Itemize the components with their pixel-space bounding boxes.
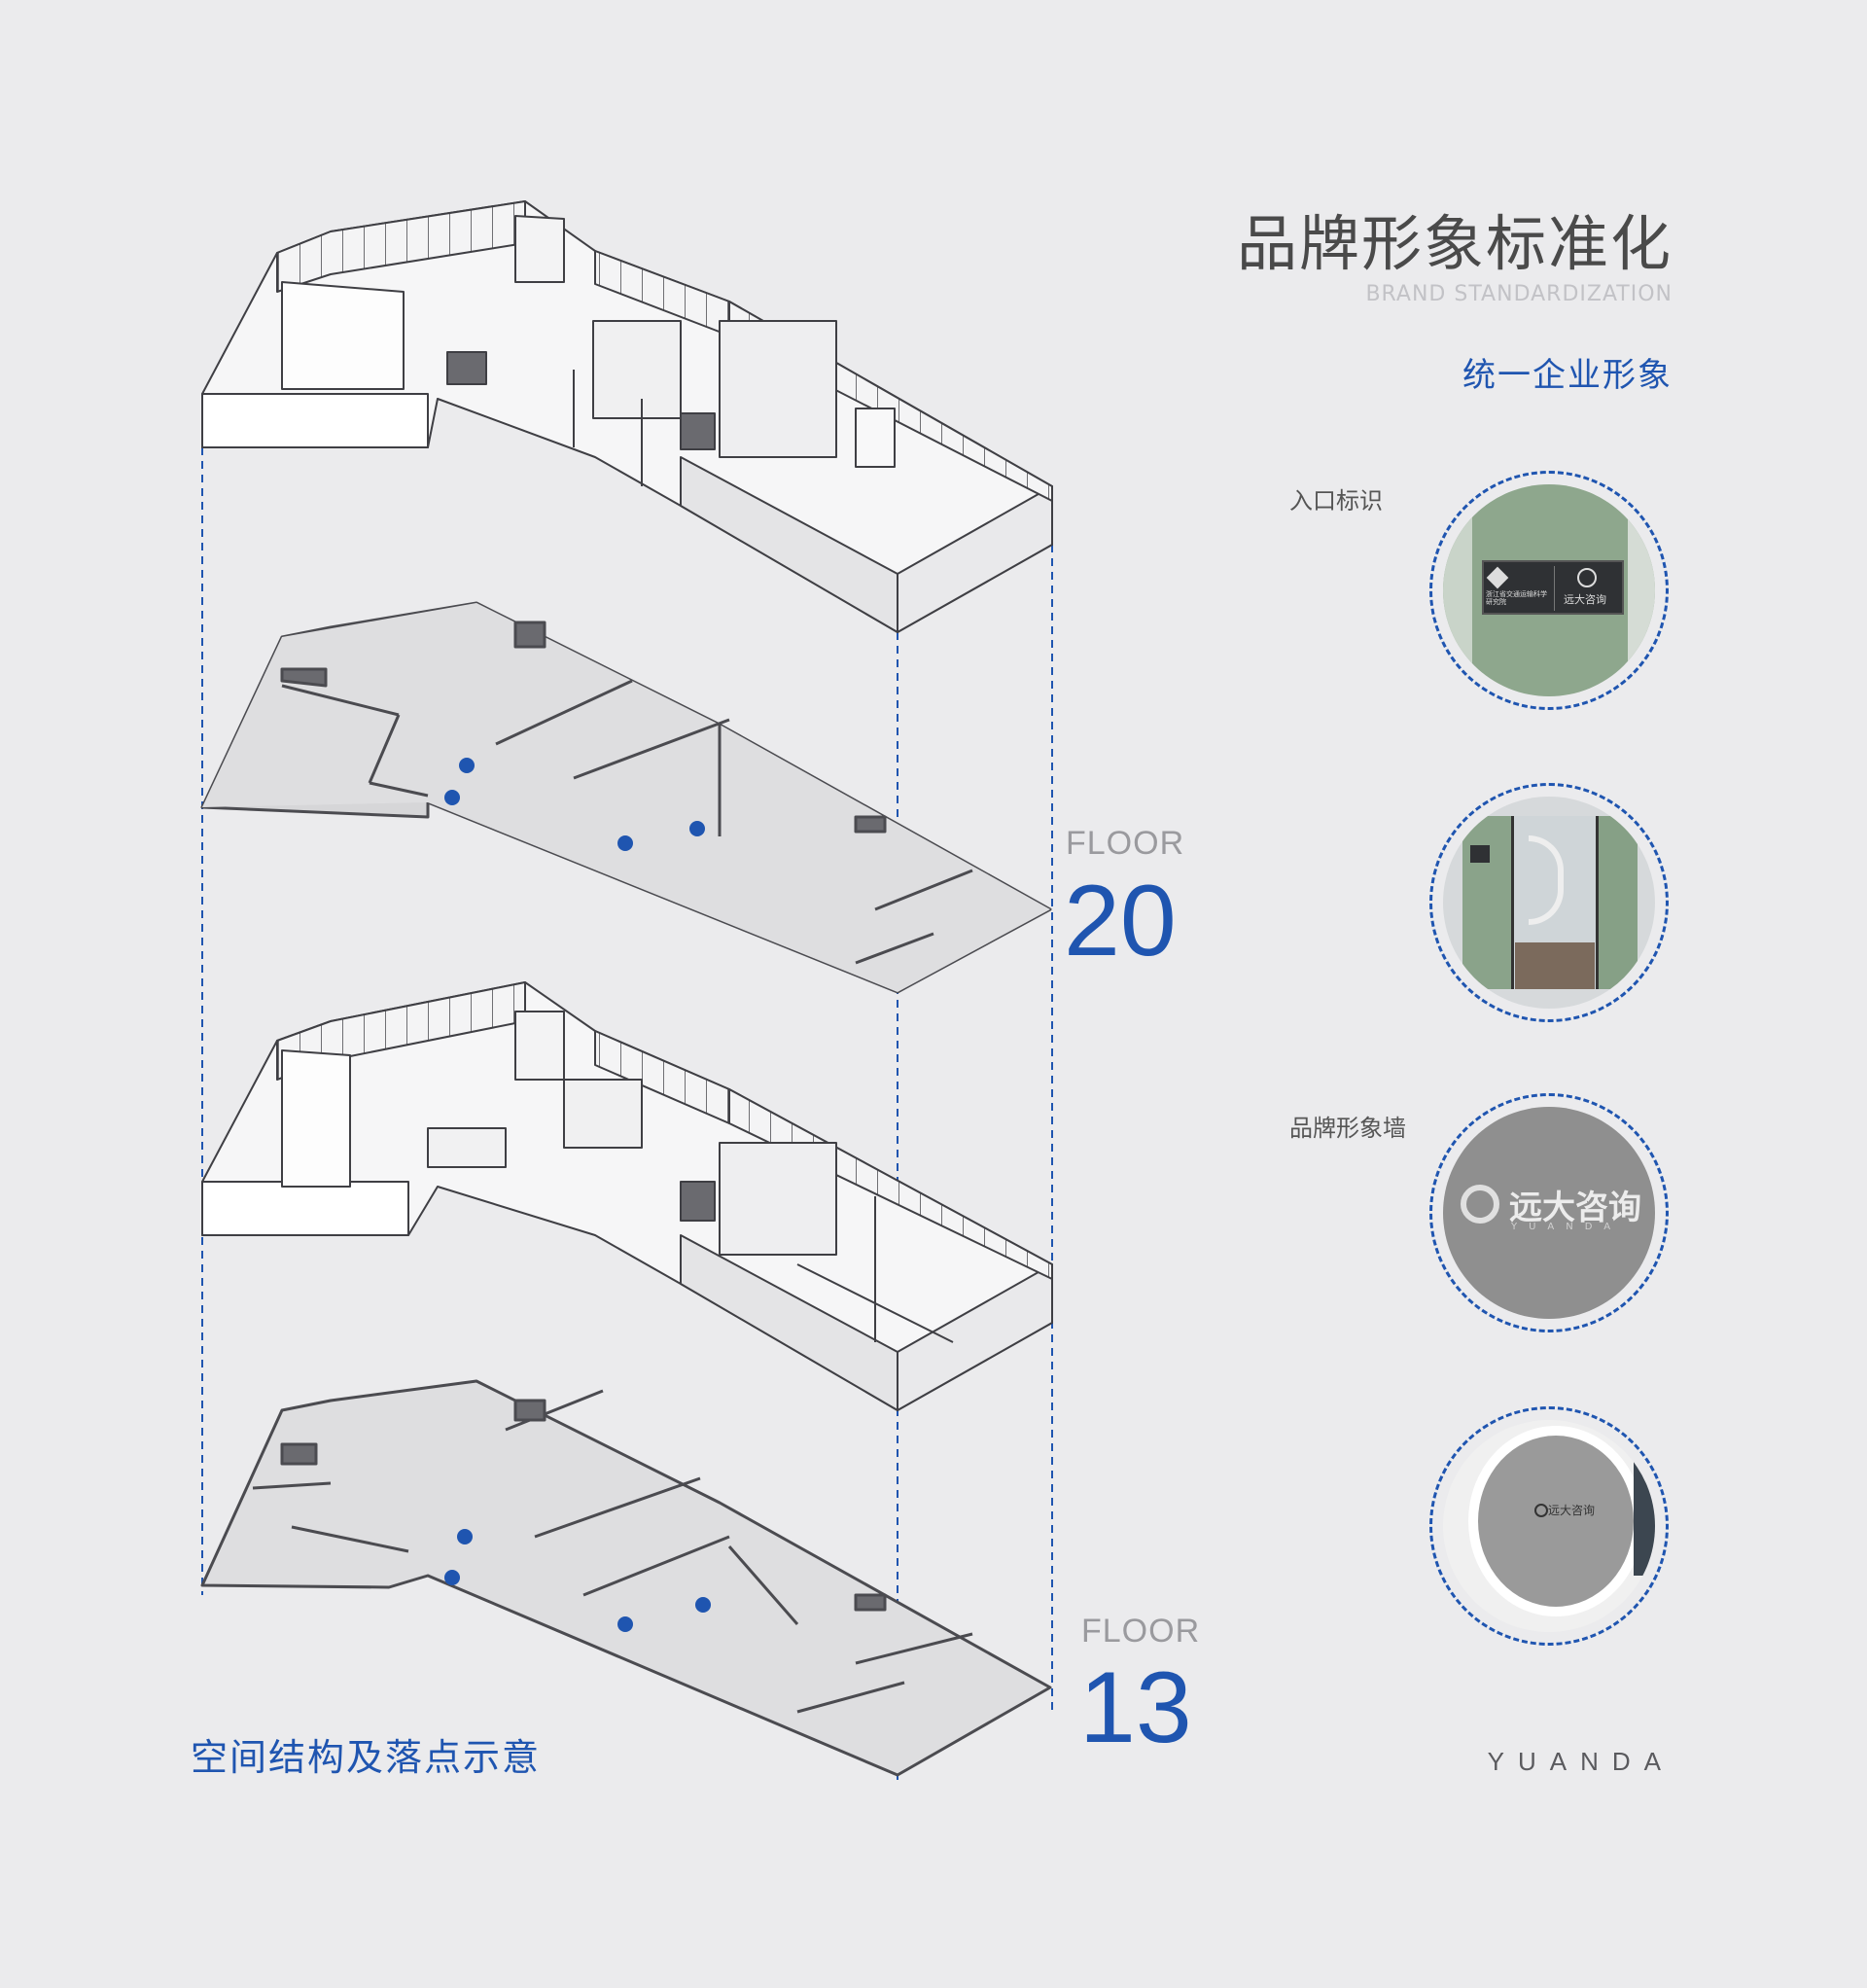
floor-20-3d-model: [201, 200, 1053, 633]
brand-wall-logo-icon: [1461, 1185, 1499, 1224]
tagline: 统一企业形象: [1462, 356, 1673, 395]
floor-20-label: FLOOR: [1066, 825, 1185, 862]
footer-brand: YUANDA: [1487, 1747, 1674, 1776]
brand-wall-logo-sub: YUANDA: [1511, 1222, 1623, 1232]
yuanda-sign-text: 远大咨询: [1564, 593, 1606, 606]
diagram-caption: 空间结构及落点示意: [191, 1736, 542, 1779]
brand-wall-label: 品牌形象墙: [1289, 1115, 1406, 1142]
floor-13-number: 13: [1079, 1651, 1192, 1764]
page-subtitle: BRAND STANDARDIZATION: [1365, 282, 1673, 306]
reception-logo-icon: [1534, 1504, 1548, 1517]
entrance-door-photo: [1429, 783, 1669, 1022]
institute-name: 浙江省交通运输科学研究院: [1486, 590, 1547, 606]
door-sign-icon: [1470, 845, 1490, 863]
floor-13-3d-model: [201, 981, 1053, 1411]
institute-logo-icon: [1486, 566, 1509, 589]
page-title: 品牌形象标准化: [1236, 208, 1673, 279]
floor-13-plan: [200, 1379, 1052, 1777]
brand-wall-photo: 远大咨询 YUANDA: [1429, 1093, 1669, 1332]
floor-13-label: FLOOR: [1081, 1613, 1201, 1650]
floor-20-points: [444, 758, 705, 851]
reception-photo: 远大咨询: [1429, 1406, 1669, 1646]
entrance-sign-plate: 浙江省交通运输科学研究院 远大咨询: [1482, 560, 1624, 615]
floor-20-number: 20: [1064, 865, 1177, 977]
floor-20-plan: [200, 601, 1052, 994]
brand-wall-logo-text: 远大咨询: [1509, 1189, 1641, 1227]
yuanda-logo-icon: [1577, 568, 1597, 587]
floor-13-points: [444, 1529, 711, 1632]
reception-logo-text: 远大咨询: [1548, 1504, 1596, 1517]
entrance-label: 入口标识: [1289, 487, 1383, 515]
entrance-sign-photo: 浙江省交通运输科学研究院 远大咨询: [1429, 471, 1669, 710]
